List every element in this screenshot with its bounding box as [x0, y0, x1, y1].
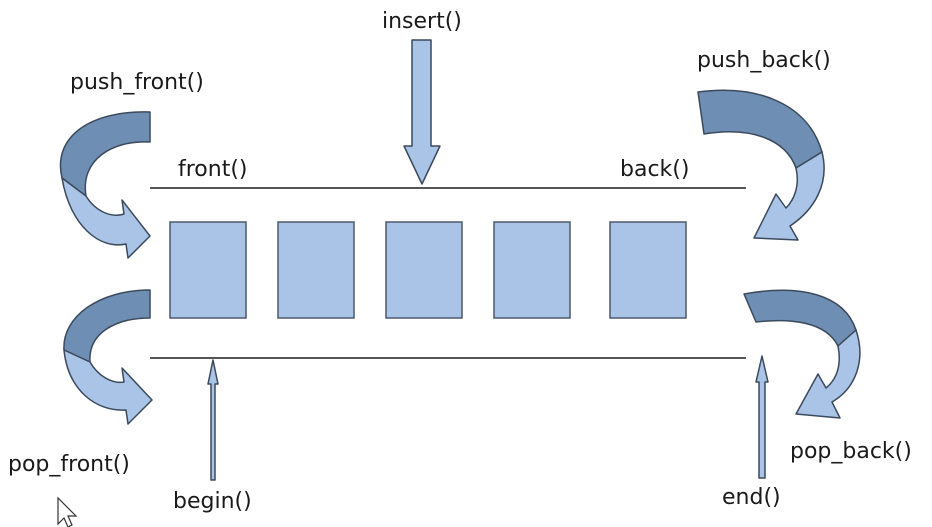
pop-front-arrow-icon: [63, 289, 153, 425]
begin-arrow-icon: [207, 359, 219, 481]
insert-arrow-icon: [403, 39, 441, 185]
list-element-2: [277, 221, 355, 319]
insert-label: insert(): [382, 9, 462, 34]
front-label: front(): [178, 157, 248, 182]
list-element-3: [385, 221, 463, 319]
pop-front-label: pop_front(): [8, 452, 130, 477]
list-element-1: [169, 221, 247, 319]
back-label: back(): [620, 157, 689, 182]
list-element-4: [493, 221, 571, 319]
end-label: end(): [722, 485, 781, 510]
push-back-label: push_back(): [697, 48, 831, 73]
begin-label: begin(): [173, 489, 252, 514]
push-front-arrow-icon: [59, 111, 151, 259]
list-elements: [169, 221, 687, 319]
push-front-label: push_front(): [70, 70, 204, 95]
pop-back-arrow-icon: [743, 289, 861, 419]
push-back-arrow-icon: [697, 89, 825, 241]
end-arrow-icon: [755, 355, 769, 479]
pop-back-label: pop_back(): [790, 439, 912, 464]
mouse-cursor-icon: [57, 496, 78, 527]
list-element-5: [609, 221, 687, 319]
